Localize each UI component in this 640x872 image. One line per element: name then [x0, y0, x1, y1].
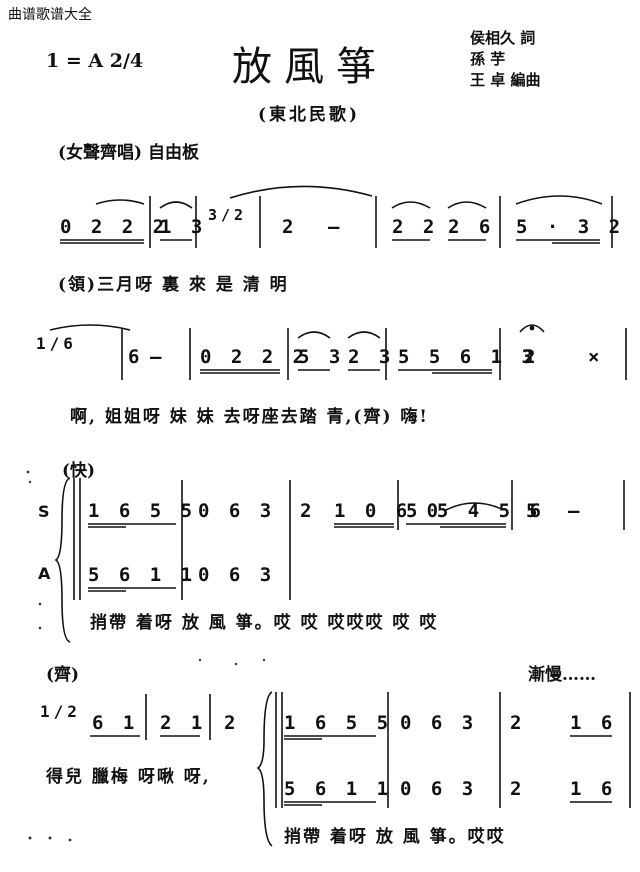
slur — [95, 199, 145, 205]
note-group: 0 6 3 — [400, 778, 478, 800]
note-group: 0 6 3 — [198, 500, 276, 522]
ritardando-marking: 漸慢…… — [528, 665, 596, 685]
lyric-line-5: 捎帶 着呀 放 風 箏。哎哎 — [284, 827, 506, 847]
dash: — — [150, 346, 166, 368]
dash: — — [568, 500, 584, 522]
credit-lyricist-2: 孫 芋 — [470, 50, 506, 68]
note-group: 1 0 6 0 — [334, 500, 443, 522]
credit-arranger: 王 卓 編曲 — [470, 71, 541, 89]
fermata-dot — [529, 325, 535, 331]
note-group: 5 — [526, 500, 542, 522]
watermark-text: 曲谱歌谱大全 — [8, 7, 92, 23]
print-specks — [26, 470, 266, 842]
note-group: 5 6 1 1 — [284, 778, 393, 800]
note-group: 2 6 — [448, 216, 495, 238]
note-group: 1 6 5 5 — [284, 712, 393, 734]
note-group: 6 1 — [92, 712, 139, 734]
note-group: 2 3 — [348, 346, 395, 368]
slur — [445, 502, 505, 511]
voice-label-soprano: S — [38, 502, 50, 521]
note-group: 5 3 — [298, 346, 345, 368]
note-group: 5 5 4 5 6 — [406, 500, 545, 522]
note-group: 5 · 3 2 — [516, 216, 625, 238]
note-group: 2 — [524, 346, 540, 368]
lyric-line-4: 得兒 臘梅 呀啾 呀, — [46, 767, 211, 787]
slur — [297, 331, 331, 339]
fermata — [519, 324, 545, 333]
note-group: 0 2 2 2 — [200, 346, 309, 368]
grace-note: 3/2 — [208, 206, 248, 224]
slur — [391, 201, 431, 209]
slur — [515, 195, 603, 205]
note-group: 1 6 — [570, 712, 617, 734]
note-group: 1 6 5 5 — [88, 500, 197, 522]
system-brace — [54, 477, 71, 643]
note-group: 6 — [128, 346, 144, 368]
note-group: 2 — [510, 712, 526, 734]
slur — [447, 201, 487, 209]
lyric-line-3: 捎帶 着呀 放 風 箏。哎 哎 哎哎哎 哎 哎 — [90, 613, 439, 633]
key-signature: 1 = A 2/4 — [46, 50, 144, 72]
song-subtitle: (東北民歌) — [258, 105, 361, 125]
note-group: 1 6 — [570, 778, 617, 800]
note-group: 2 1 — [160, 712, 207, 734]
grace-note: 1/2 — [40, 702, 81, 721]
note-group: 0 6 3 — [198, 564, 276, 586]
grace-note: 1/6 — [36, 334, 77, 353]
slur — [229, 185, 373, 199]
tempo-marking-2: (快) — [62, 461, 96, 481]
credit-lyricist: 侯相久 詞 — [470, 29, 536, 47]
breath-mark: × — [588, 346, 604, 368]
dash: — — [328, 216, 344, 238]
slur — [347, 331, 381, 339]
system-brace — [256, 691, 273, 847]
note-group: 2 2 — [392, 216, 439, 238]
lyric-line-1: (領)三月呀 裏 來 是 清 明 — [58, 275, 289, 295]
slur — [159, 201, 193, 209]
credits: 侯相久 詞 孫 芋 王 卓 編曲 — [470, 28, 540, 91]
voice-label-alto: A — [38, 564, 51, 583]
tempo-marking-1: (女聲齊唱) 自由板 — [58, 143, 200, 163]
note-group: 1 3 — [160, 216, 207, 238]
slur — [49, 324, 131, 331]
note-group: 2 — [282, 216, 298, 238]
note-group: 0 6 3 — [400, 712, 478, 734]
lyric-line-2: 啊, 姐姐呀 妹 妹 去呀座去踏 青,(齊) 嗨! — [70, 407, 429, 427]
note-group: 5 6 1 1 — [88, 564, 197, 586]
note-group: 0 2 2 2 — [60, 216, 169, 238]
song-title: 放風箏 — [232, 44, 388, 90]
note-group: 2 — [224, 712, 240, 734]
note-group: 2 — [300, 500, 316, 522]
note-group: 2 — [510, 778, 526, 800]
tempo-marking-3: (齊) — [46, 665, 80, 685]
